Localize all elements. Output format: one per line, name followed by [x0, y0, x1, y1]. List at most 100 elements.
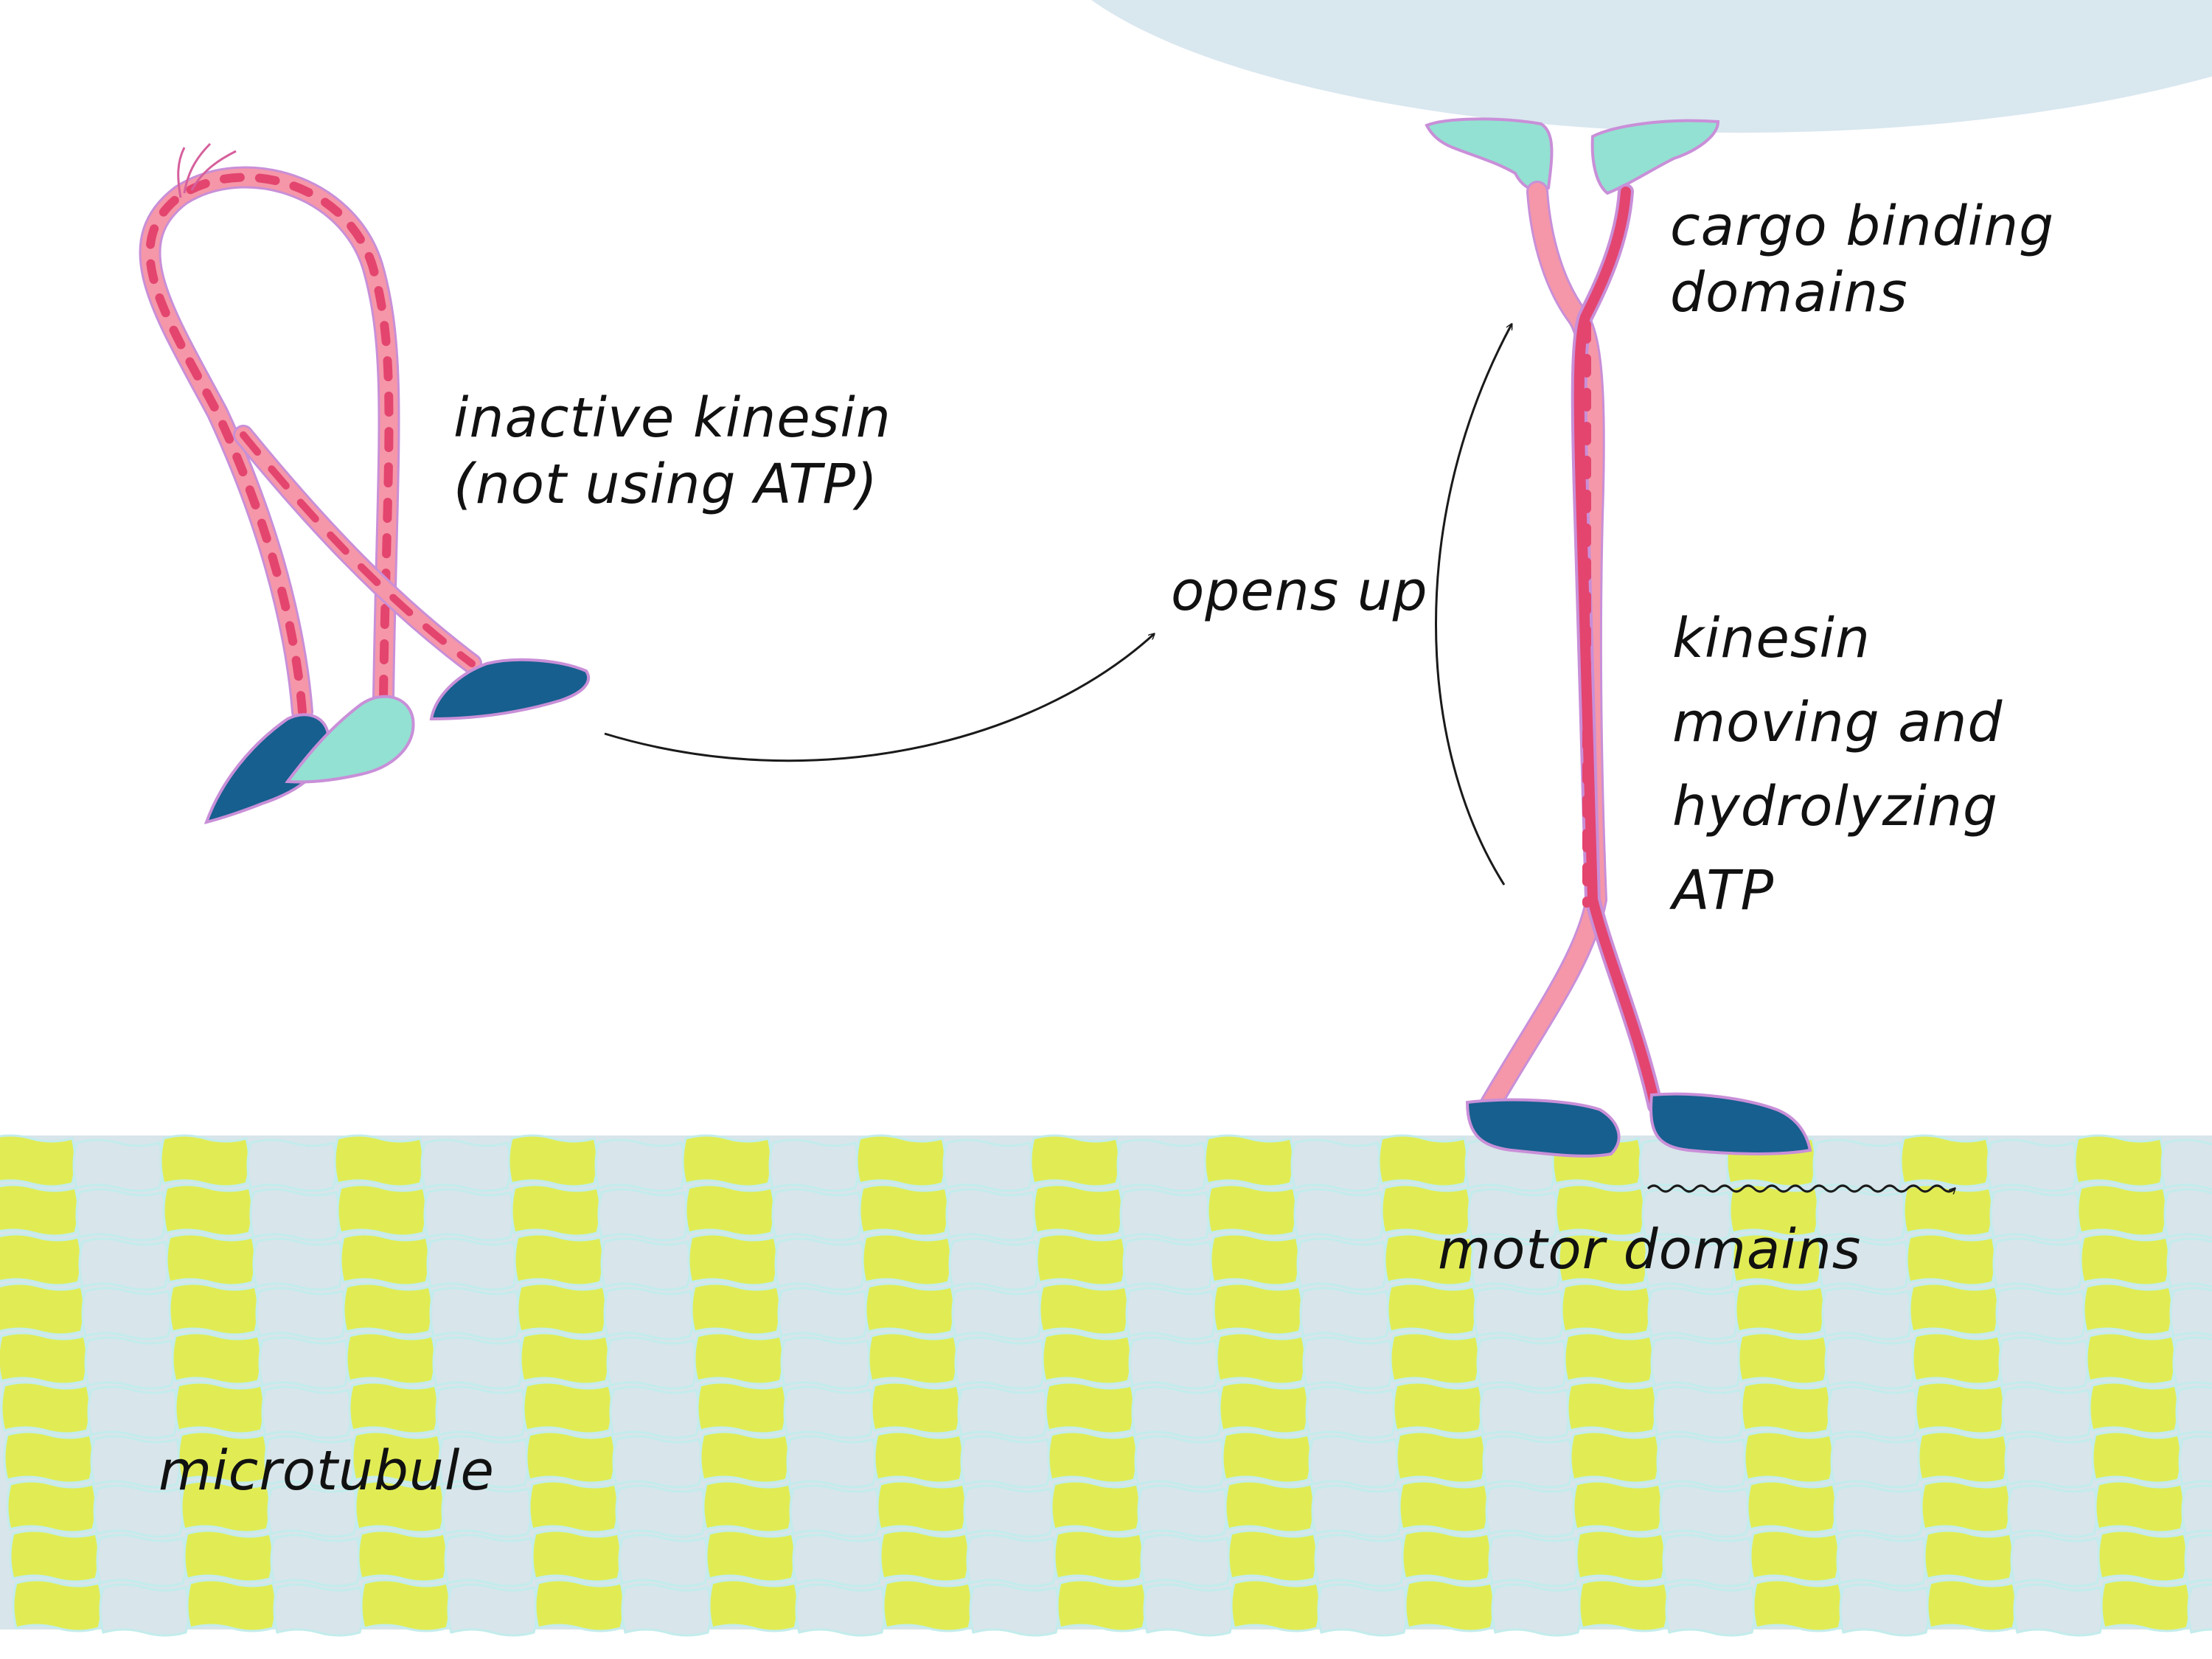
- tubulin-subunit: [1401, 1529, 1492, 1583]
- tubulin-subunit: [1209, 1233, 1301, 1287]
- tubulin-subunit: [1305, 1385, 1397, 1439]
- tubulin-subunit: [432, 1336, 524, 1390]
- tubulin-subunit: [534, 1579, 625, 1632]
- inactive-kinesin-label-line1: inactive kinesin: [453, 386, 891, 450]
- tubulin-subunit: [708, 1579, 799, 1632]
- tubulin-subunit: [606, 1336, 698, 1390]
- tubulin-subunit: [771, 1188, 863, 1242]
- tubulin-subunit: [9, 1529, 100, 1583]
- tubulin-subunit: [1119, 1188, 1211, 1242]
- tubulin-subunit: [426, 1237, 518, 1291]
- cargo-binding-domain-right: [1590, 119, 1720, 195]
- tubulin-subunit: [1299, 1287, 1391, 1340]
- tubulin-subunit: [1038, 1282, 1130, 1336]
- tubulin-subunit: [1137, 1484, 1228, 1538]
- tubulin-subunit: [1989, 1188, 2081, 1242]
- tubulin-subunit: [1833, 1484, 1924, 1538]
- tubulin-subunit: [525, 1430, 616, 1484]
- tubulin-subunit: [1404, 1579, 1495, 1632]
- tubulin-subunit: [1212, 1282, 1304, 1336]
- kinesin-moving-label: kinesin moving and hydrolyzing ATP: [1672, 597, 2003, 933]
- tubulin-subunit: [876, 1480, 967, 1534]
- tubulin-subunit: [420, 1138, 512, 1192]
- tubulin-subunit: [1563, 1332, 1655, 1385]
- tubulin-subunit: [2013, 1583, 2104, 1637]
- tubulin-subunit: [339, 1233, 431, 1287]
- tubulin-subunit: [951, 1287, 1043, 1340]
- tubulin-subunit: [174, 1381, 265, 1435]
- tubulin-subunit: [1047, 1430, 1138, 1484]
- tubulin-subunit: [960, 1435, 1051, 1489]
- tubulin-subunit: [360, 1579, 451, 1632]
- tubulin-subunit: [159, 1134, 251, 1188]
- tubulin-subunit: [1395, 1430, 1486, 1484]
- tubulin-subunit: [2178, 1435, 2212, 1486]
- tubulin-subunit: [1908, 1282, 2000, 1336]
- tubulin-subunit: [1377, 1134, 1469, 1188]
- tubulin-subunit: [531, 1529, 622, 1583]
- tubulin-subunit: [1308, 1435, 1399, 1489]
- microtubule-label: microtubule: [159, 1439, 495, 1503]
- tubulin-subunit: [3, 1430, 94, 1484]
- tubulin-subunit: [867, 1332, 959, 1385]
- cargo-vesicle: [1091, 0, 2212, 133]
- tubulin-subunit: [75, 1188, 167, 1242]
- tubulin-subunit: [1920, 1480, 2011, 1534]
- tubulin-subunit: [1827, 1385, 1919, 1439]
- tubulin-subunit: [1749, 1529, 1840, 1583]
- tubulin-subunit: [510, 1183, 602, 1237]
- tubulin-subunit: [447, 1583, 538, 1637]
- tubulin-subunit: [1206, 1183, 1298, 1237]
- microtubule: [0, 1134, 2212, 1637]
- tubulin-subunit: [705, 1529, 796, 1583]
- tubulin-subunit: [954, 1336, 1046, 1390]
- opens-up-label: opens up: [1171, 560, 1428, 623]
- tubulin-subunit: [1386, 1282, 1478, 1336]
- tubulin-subunit: [1653, 1385, 1745, 1439]
- tubulin-subunit: [1926, 1579, 2017, 1632]
- tubulin-subunit: [336, 1183, 428, 1237]
- tubulin-subunit: [1134, 1435, 1225, 1489]
- tubulin-subunit: [6, 1480, 97, 1534]
- motor-domain-left: [1465, 1098, 1621, 1158]
- tubulin-subunit: [1140, 1534, 1231, 1587]
- tubulin-subunit: [1398, 1480, 1489, 1534]
- tubulin-subunit: [1656, 1435, 1747, 1489]
- tubulin-subunit: [1470, 1237, 1562, 1291]
- tubulin-subunit: [72, 1138, 164, 1192]
- tubulin-subunit: [1482, 1435, 1573, 1489]
- tubulin-subunit: [1986, 1138, 2078, 1192]
- cargo-binding-domains-label: cargo binding domains: [1670, 193, 2054, 327]
- tubulin-subunit: [2004, 1435, 2096, 1489]
- tubulin-subunit: [1473, 1287, 1565, 1340]
- tubulin-subunit: [1839, 1583, 1930, 1637]
- tubulin-subunit: [2091, 1430, 2183, 1484]
- tubulin-subunit: [1290, 1138, 1382, 1192]
- tubulin-subunit: [1215, 1332, 1307, 1385]
- tubulin-subunit: [1221, 1430, 1312, 1484]
- cargo-binding-domain-left: [1425, 117, 1554, 192]
- tubulin-subunit: [351, 1430, 442, 1484]
- tubulin-subunit: [1821, 1287, 1913, 1340]
- tubulin-subunit: [777, 1287, 869, 1340]
- tubulin-subunit: [600, 1237, 692, 1291]
- tubulin-subunit: [429, 1287, 521, 1340]
- tubulin-subunit: [2163, 1188, 2212, 1239]
- tubulin-subunit: [1296, 1237, 1388, 1291]
- tubulin-subunit: [858, 1183, 950, 1237]
- tubulin-subunit: [1032, 1183, 1124, 1237]
- tubulin-subunit: [90, 1435, 181, 1489]
- tubulin-subunit: [1044, 1381, 1135, 1435]
- tubulin-subunit: [264, 1435, 355, 1489]
- tubulin-subunit: [1830, 1435, 1921, 1489]
- tubulin-subunit: [1644, 1237, 1736, 1291]
- movement-direction-arrow: [1646, 1184, 1955, 1192]
- tubulin-subunit: [255, 1287, 347, 1340]
- tubulin-subunit: [345, 1332, 437, 1385]
- tubulin-subunit: [1575, 1529, 1666, 1583]
- tubulin-subunit: [957, 1385, 1048, 1439]
- tubulin-subunit: [1647, 1287, 1739, 1340]
- tubulin-subunit: [879, 1529, 970, 1583]
- tubulin-subunit: [2175, 1385, 2212, 1436]
- tubulin-subunit: [1224, 1480, 1315, 1534]
